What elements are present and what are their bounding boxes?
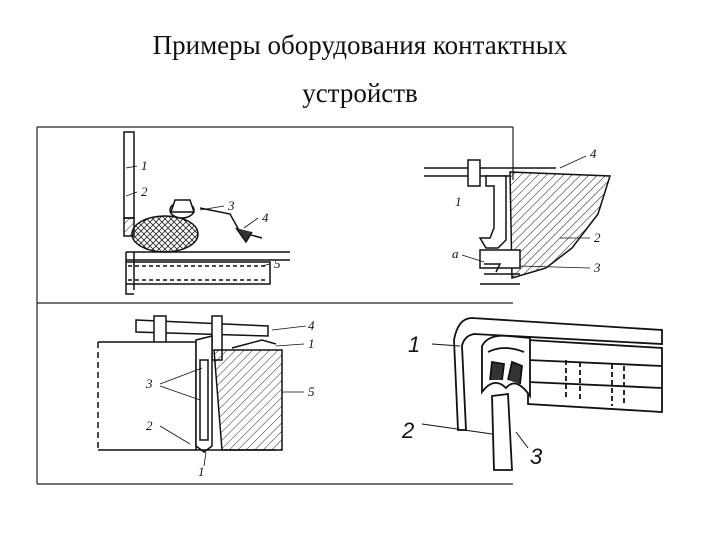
label-bottom-left-3: 3 (145, 376, 153, 391)
label-top-left-2: 2 (141, 184, 148, 199)
label-top-right-2: 2 (594, 230, 601, 245)
label-bottom-left-4: 4 (308, 318, 315, 333)
label-top-right-4: 4 (590, 146, 597, 161)
label-top-left-1: 1 (141, 158, 148, 173)
panel-bottom-right (453, 317, 663, 471)
panel-bottom-left-labels (159, 325, 307, 467)
panel-top-left (123, 131, 290, 295)
label-bottom-right-3: 3 (530, 444, 543, 469)
label-bottom-right-1: 1 (408, 332, 420, 357)
label-top-right-3: 3 (593, 260, 601, 275)
label-bottom-right-2: 2 (401, 418, 414, 443)
panel-bottom-right-labels (421, 343, 529, 449)
label-top-right-a: а (452, 246, 459, 261)
label-bottom-left-5: 5 (308, 384, 315, 399)
label-bottom-left-2: 2 (146, 418, 153, 433)
label-top-left-3: 3 (227, 198, 235, 213)
panel-top-left-labels (125, 165, 271, 267)
slide-title-line-1: Примеры оборудования контактных (152, 30, 568, 60)
panel-top-right-labels (461, 155, 591, 269)
label-top-left-4: 4 (262, 210, 269, 225)
label-top-right-1: 1 (455, 194, 462, 209)
slide-title-line-2: устройств (302, 78, 418, 108)
panel-bottom-left (97, 315, 283, 453)
label-bottom-left-1b: 1 (198, 464, 205, 479)
label-bottom-left-1a: 1 (308, 336, 315, 351)
label-top-left-5: 5 (274, 256, 281, 271)
panel-top-right (424, 159, 612, 285)
drawing-frame (36, 126, 514, 485)
